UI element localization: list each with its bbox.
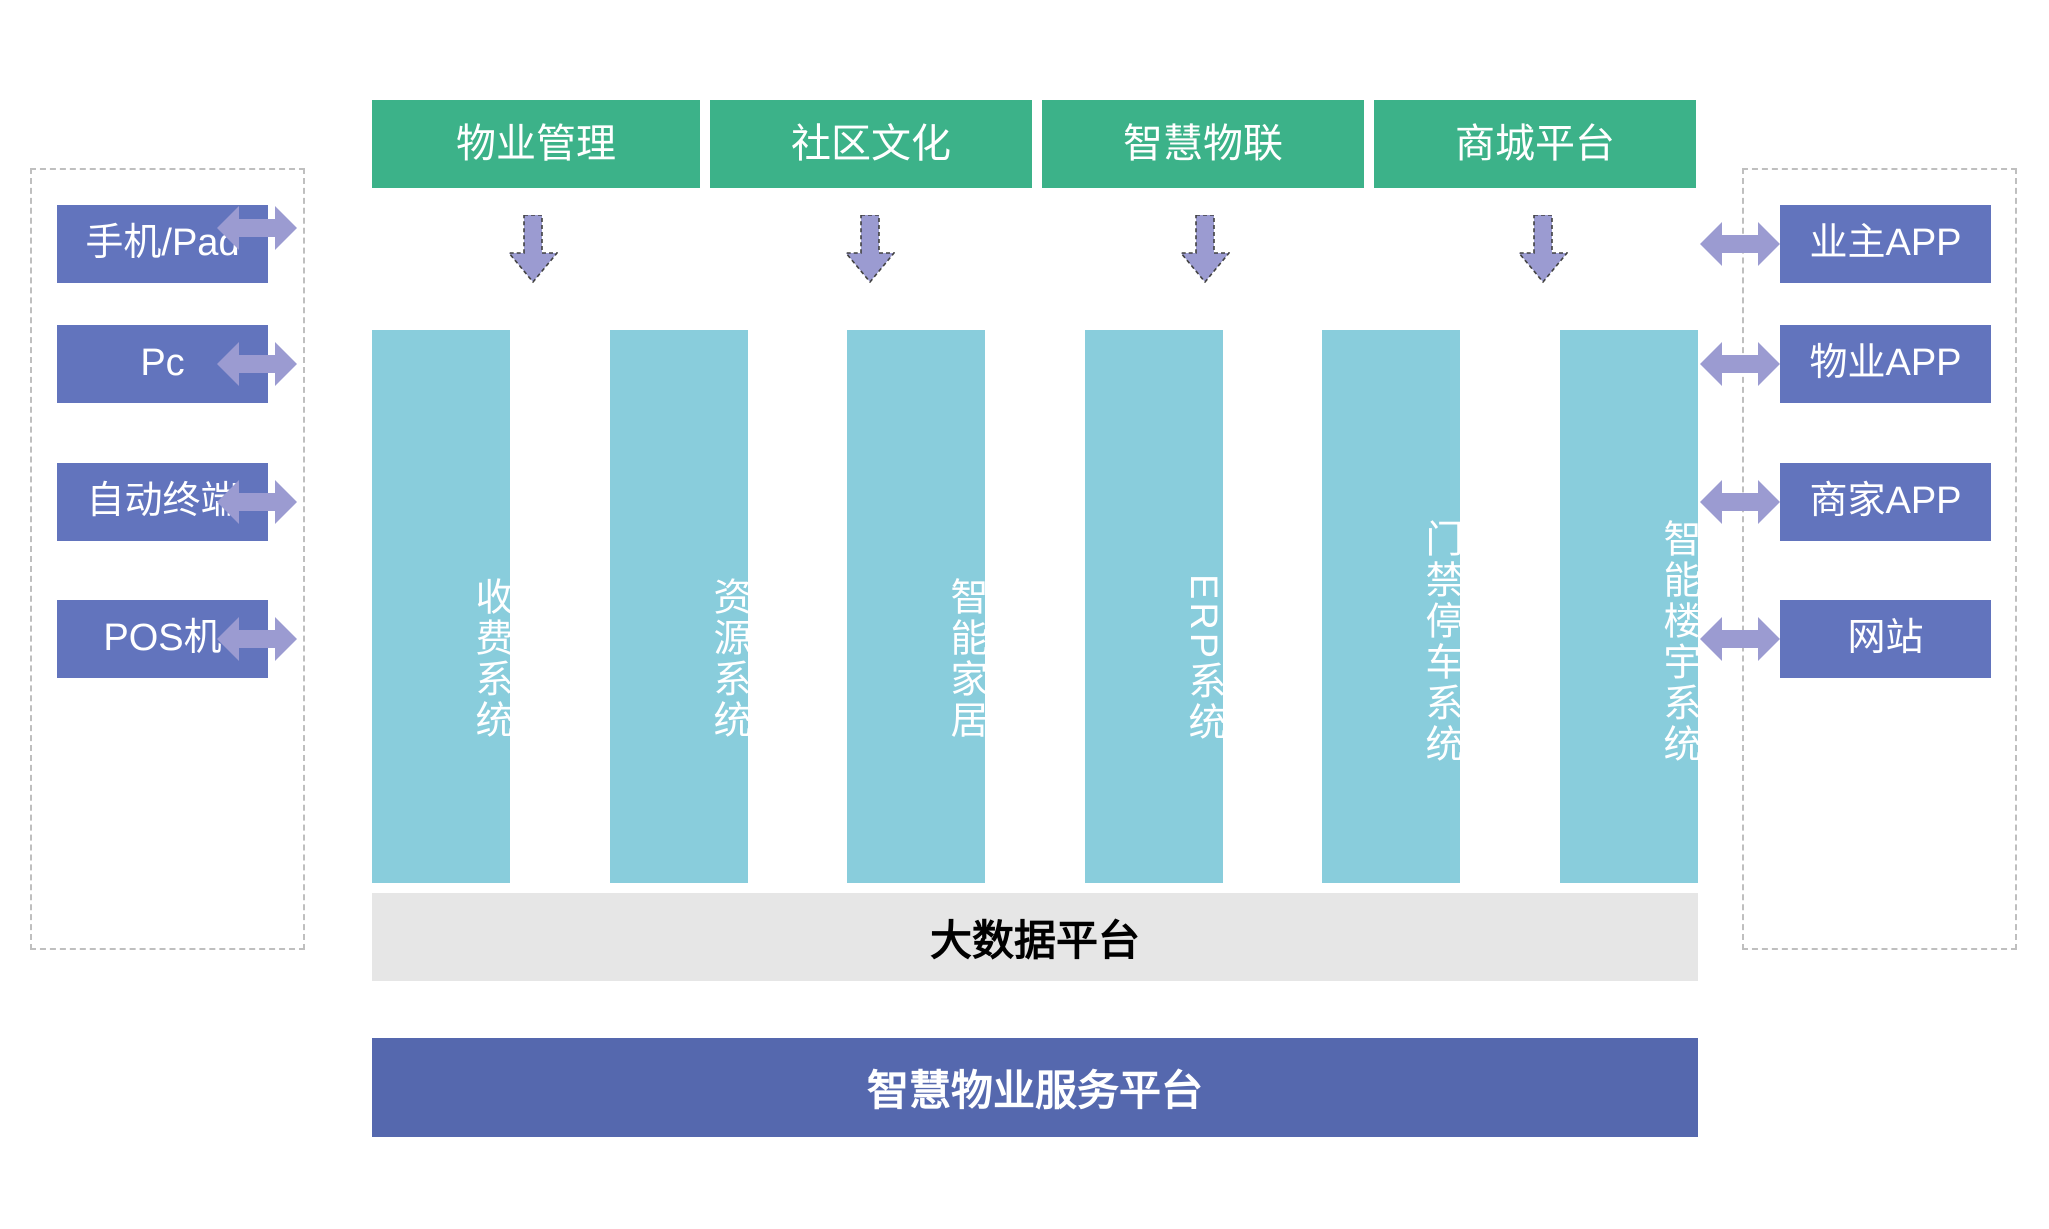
- bigdata-platform-label: 大数据平台: [929, 916, 1140, 964]
- pillar-label: 智能家居: [944, 576, 986, 741]
- arrow-left-right-icon-owner-app: [1700, 216, 1780, 272]
- pillar-label: 门禁停车系统: [1419, 518, 1461, 765]
- channel-box-property-management[interactable]: 物业管理: [372, 100, 700, 188]
- endpoint-label: Pc: [140, 342, 185, 385]
- pillar-box-erp-system[interactable]: ERP系统: [1085, 330, 1224, 883]
- arrow-down-icon-community-culture: [845, 215, 895, 283]
- channel-label: 智慧物联: [1123, 122, 1283, 166]
- client-label: 网站: [1847, 617, 1924, 660]
- pillar-label: 智能楼宇系统: [1657, 518, 1699, 765]
- pillar-box-smart-home[interactable]: 智能家居: [847, 330, 986, 883]
- arrow-left-right-icon-pos: [217, 611, 297, 667]
- channel-box-community-culture[interactable]: 社区文化: [710, 100, 1032, 188]
- pillar-box-fee-system[interactable]: 收费系统: [372, 330, 511, 883]
- arrow-left-right-icon-merchant-app: [1700, 474, 1780, 530]
- arrow-left-right-icon-pc: [217, 336, 297, 392]
- smart-property-service-platform-label: 智慧物业服务平台: [866, 1067, 1203, 1114]
- endpoint-label: 自动终端: [86, 480, 239, 523]
- arrow-left-right-icon-auto-terminal: [217, 474, 297, 530]
- client-label: 商家APP: [1809, 480, 1962, 523]
- pillar-label: 资源系统: [707, 576, 749, 741]
- channel-box-smart-iot[interactable]: 智慧物联: [1042, 100, 1364, 188]
- smart-property-service-platform-bar[interactable]: 智慧物业服务平台: [372, 1038, 1698, 1137]
- channel-label: 物业管理: [456, 122, 616, 166]
- arrow-down-icon-smart-iot: [1180, 215, 1230, 283]
- channel-label: 商城平台: [1455, 122, 1615, 166]
- channel-label: 社区文化: [791, 122, 951, 166]
- client-box-website[interactable]: 网站: [1780, 600, 1991, 678]
- channel-box-mall-platform[interactable]: 商城平台: [1374, 100, 1696, 188]
- client-label: 物业APP: [1809, 342, 1962, 385]
- arrow-left-right-icon-website: [1700, 611, 1780, 667]
- arrow-down-icon-property-management: [508, 215, 558, 283]
- client-box-merchant-app[interactable]: 商家APP: [1780, 463, 1991, 541]
- client-apps-group-border: [1742, 168, 2017, 950]
- arrow-left-right-icon-property-app: [1700, 336, 1780, 392]
- pillar-box-resource-system[interactable]: 资源系统: [610, 330, 749, 883]
- client-box-property-app[interactable]: 物业APP: [1780, 325, 1991, 403]
- bigdata-platform-bar[interactable]: 大数据平台: [372, 893, 1698, 981]
- endpoint-box-auto-terminal[interactable]: 自动终端: [57, 463, 268, 541]
- arrow-left-right-icon-mobile: [217, 200, 297, 256]
- pillar-box-smart-building-system[interactable]: 智能楼宇系统: [1560, 330, 1699, 883]
- terminal-devices-group-border: [30, 168, 305, 950]
- client-label: 业主APP: [1809, 222, 1962, 265]
- endpoint-label: 手机/Pad: [85, 222, 240, 265]
- pillar-label: 收费系统: [469, 576, 511, 741]
- arrow-down-icon-mall-platform: [1518, 215, 1568, 283]
- pillar-box-access-parking-system[interactable]: 门禁停车系统: [1322, 330, 1461, 883]
- pillar-label: ERP系统: [1182, 573, 1224, 744]
- endpoint-label: POS机: [103, 617, 222, 660]
- client-box-owner-app[interactable]: 业主APP: [1780, 205, 1991, 283]
